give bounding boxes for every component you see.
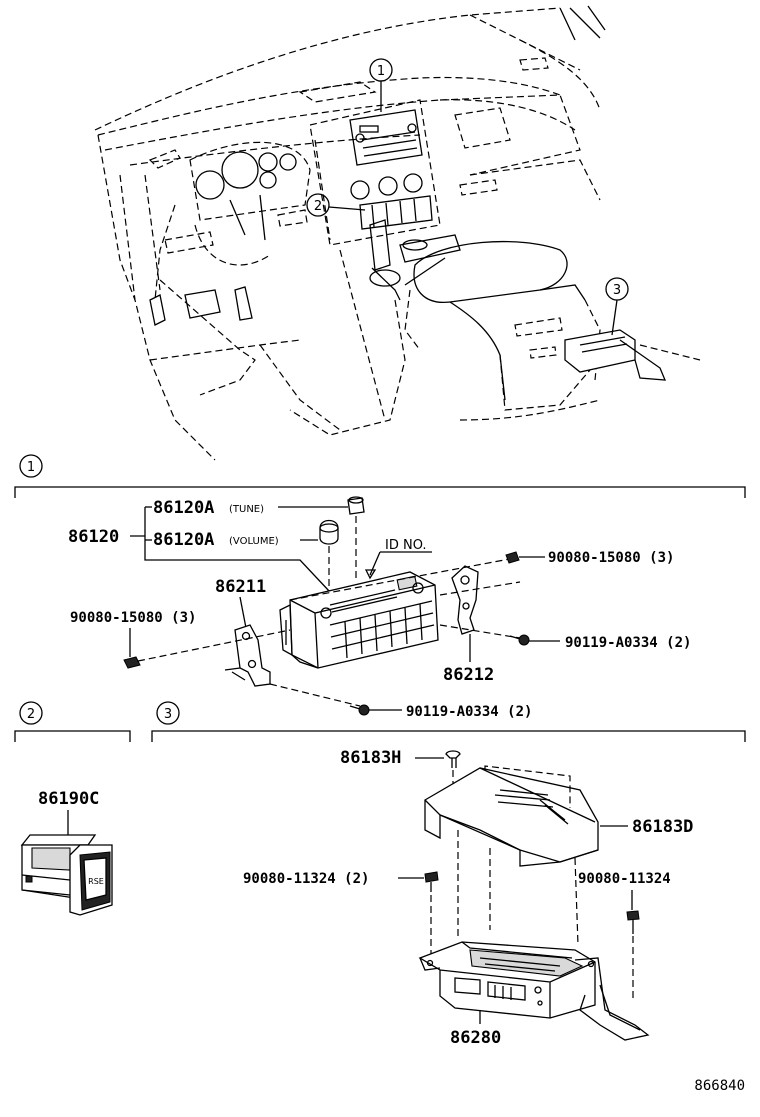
part-86190c: 86190C: [38, 789, 99, 809]
part-86120a-tune-note: (TUNE): [229, 504, 264, 515]
section-2-number: 2: [27, 707, 35, 722]
radio-head-unit: [279, 571, 439, 669]
bolt-bottom: [349, 704, 370, 716]
part-86183h: 86183H: [340, 748, 401, 768]
callout-2-label: 2: [314, 199, 322, 214]
part-86120: 86120: [68, 527, 119, 547]
part-86280: 86280: [450, 1028, 501, 1048]
section-2-switch: 2 86190C RSE: [14, 701, 131, 916]
screw-90080-11324-left: 90080-11324 (2): [243, 871, 369, 887]
bracket-86212: [451, 565, 479, 635]
part-86183d: 86183D: [632, 817, 693, 837]
screw-left-icon: [424, 871, 439, 892]
part-86120a-tune: 86120A: [153, 498, 214, 518]
nut-right: [505, 551, 520, 564]
section-1-number: 1: [27, 460, 35, 475]
part-86212: 86212: [443, 665, 494, 685]
nut-left: [123, 656, 141, 669]
cover-86183d: [424, 767, 599, 867]
part-86120a-volume: 86120A: [153, 530, 214, 550]
part-86211: 86211: [215, 577, 266, 597]
rse-switch: RSE: [20, 834, 113, 916]
bolt-right: [509, 634, 530, 646]
clip-86183h: [445, 750, 461, 768]
bolt-90119-a0334-bottom: 90119-A0334 (2): [406, 704, 532, 720]
bolt-90119-a0334-right: 90119-A0334 (2): [565, 635, 691, 651]
section-3-marker: [156, 701, 180, 725]
dashboard-overview: 1 2 3: [94, 5, 701, 461]
rse-switch-text: RSE: [88, 877, 104, 886]
screw-90080-15080-left: 90080-15080 (3): [70, 610, 196, 626]
id-number-label: ID NO.: [385, 538, 427, 553]
tune-knob: [347, 496, 365, 515]
callout-1-label: 1: [377, 64, 385, 79]
diagram-id: 866840: [694, 1078, 745, 1094]
screw-90080-15080-right: 90080-15080 (3): [548, 550, 674, 566]
amplifier-86280: [418, 941, 650, 1041]
bracket-86211: [224, 624, 271, 687]
section-2-marker: [19, 701, 43, 725]
part-86120a-volume-note: (VOLUME): [229, 536, 279, 547]
section-1-marker: [19, 454, 43, 478]
screw-right-icon: [626, 910, 640, 934]
section-3-amplifier: 3 86183H 86183D 90080-11324 (2) 90080-11…: [151, 701, 746, 1048]
callout-3-label: 3: [613, 283, 621, 298]
volume-knob: [319, 519, 339, 545]
screw-90080-11324-right: 90080-11324: [578, 871, 671, 887]
section-1-radio: 1 86120 86120A (TUNE) 86120A (VOLUME) ID…: [14, 454, 746, 720]
section-3-number: 3: [164, 707, 172, 722]
